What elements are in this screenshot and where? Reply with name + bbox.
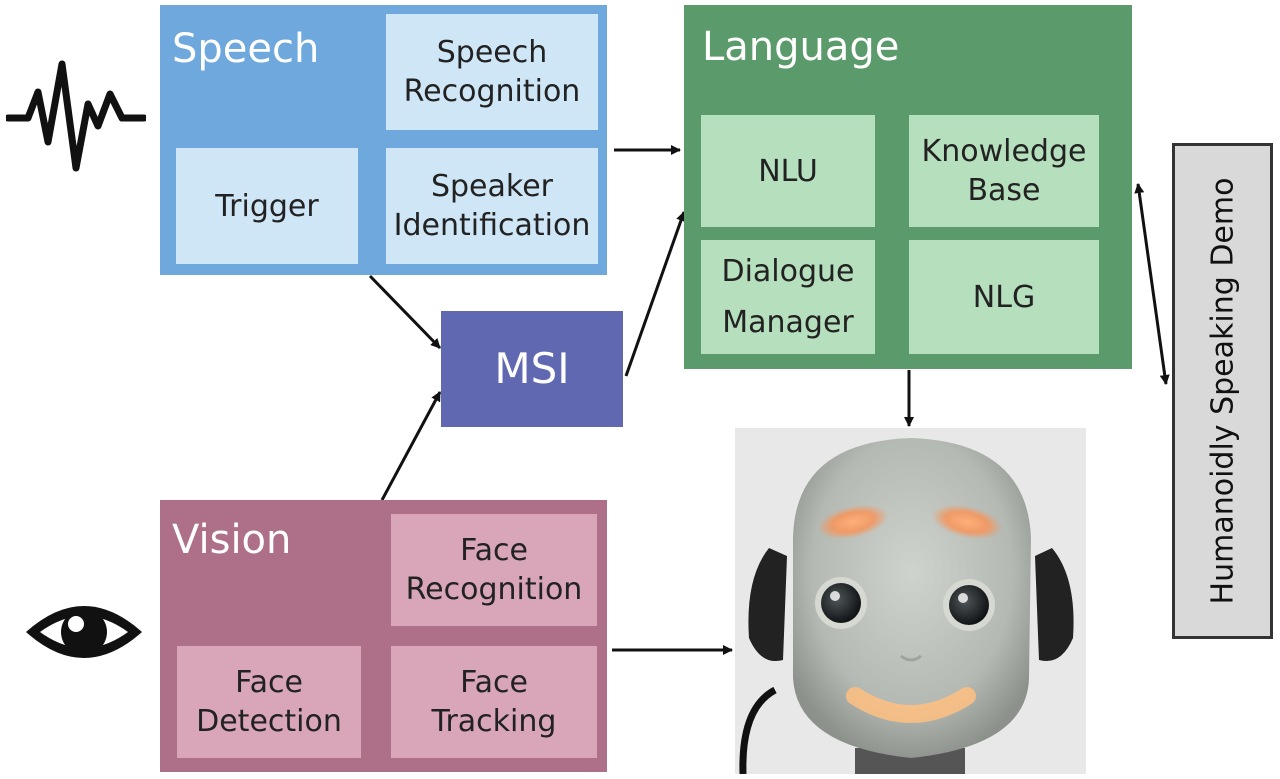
trigger-box: Trigger (176, 148, 358, 264)
eye-icon (26, 606, 142, 658)
speech-title: Speech (172, 26, 320, 72)
speech-recognition-box: Speech Recognition (386, 14, 598, 130)
arrow-vision-to-msi (380, 391, 442, 501)
dialogue-manager-box: Dialogue Manager (701, 240, 875, 354)
demo-box: Humanoidly Speaking Demo (1172, 143, 1273, 639)
msi-box: MSI (441, 311, 623, 427)
vision-title: Vision (172, 517, 292, 563)
arrow-speech-to-msi (368, 274, 442, 350)
nlu-box: NLU (701, 115, 875, 227)
robot-head-photo (735, 428, 1086, 774)
waveform-icon (6, 60, 146, 172)
knowledge-base-box: Knowledge Base (909, 115, 1099, 227)
speaker-identification-box: Speaker Identification (386, 148, 598, 264)
arrow-msi-to-language (624, 211, 686, 377)
face-tracking-box: Face Tracking (391, 646, 597, 758)
demo-label: Humanoidly Speaking Demo (1205, 177, 1240, 605)
nlg-box: NLG (909, 240, 1099, 354)
language-title: Language (702, 24, 900, 70)
face-recognition-box: Face Recognition (391, 514, 597, 626)
face-detection-box: Face Detection (177, 646, 361, 758)
arrow-language-demo-bidirectional (1134, 183, 1170, 385)
